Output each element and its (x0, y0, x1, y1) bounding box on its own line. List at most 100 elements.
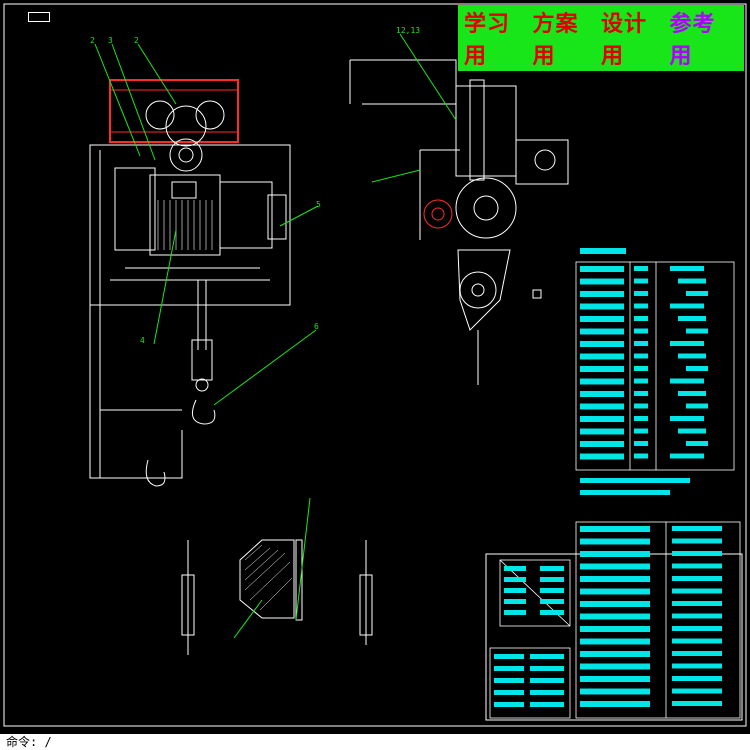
table-cell-bar (634, 441, 648, 446)
command-line[interactable]: 命令: / (0, 734, 750, 750)
table-cell-bar (672, 663, 722, 669)
table-cell-bar (580, 341, 624, 347)
parameter-table (575, 248, 735, 471)
table-cell-bar (580, 701, 650, 707)
table-cell-bar (540, 577, 564, 582)
callout-2: 2 (90, 36, 95, 45)
front-view (89, 79, 291, 487)
table-cell-bar (504, 577, 526, 582)
table-cell-bar (672, 626, 722, 631)
table-cell-bar (634, 391, 648, 396)
table-cell-bar (580, 416, 624, 422)
table-cell-bar (580, 303, 624, 310)
table-cell-bar (672, 538, 722, 544)
table-cell-bar (670, 266, 704, 271)
table-cell-bar (672, 563, 722, 569)
table-cell-bar (672, 688, 722, 694)
drawing-border (3, 3, 747, 727)
table-cell-bar (580, 353, 624, 360)
table-cell-bar (686, 366, 708, 371)
table-cell-bar (634, 453, 648, 459)
table-cell-bar (580, 441, 624, 447)
table-cell-bar (580, 490, 670, 495)
table-cell-bar (678, 353, 706, 359)
table-cell-bar (672, 638, 722, 644)
table-cell-bar (672, 551, 722, 556)
banner-item-reference: 参考用 (669, 12, 716, 69)
callout-4: 4 (140, 336, 145, 345)
table-cell-bar (580, 428, 624, 435)
table-cell-bar (580, 291, 624, 297)
detail-views (181, 539, 373, 655)
table-cell-bar (504, 588, 526, 593)
table-cell-bar (580, 366, 624, 372)
table-cell-bar (670, 378, 704, 384)
table-cell-bar (530, 702, 564, 707)
table-cell-bar (580, 588, 650, 595)
table-cell-bar (634, 416, 648, 421)
table-cell-bar (634, 378, 648, 384)
table-cell-bar (540, 566, 564, 571)
table-cell-bar (580, 688, 650, 695)
table-cell-bar (634, 403, 648, 409)
table-cell-bar (494, 702, 524, 707)
table-cell-bar (672, 601, 722, 606)
table-cell-bar (580, 676, 650, 682)
table-cell-bar (670, 453, 704, 459)
table-cell-bar (504, 566, 526, 571)
callout-2b: 2 (134, 36, 139, 45)
table-cell-bar (494, 654, 524, 659)
banner-item-study: 学习用 (464, 12, 511, 69)
usage-banner: 学习用 方案用 设计用 参考用 (458, 5, 744, 71)
table-cell-bar (686, 403, 708, 409)
table-cell-bar (686, 328, 708, 334)
table-cell-bar (504, 599, 526, 604)
table-cell-bar (634, 328, 648, 334)
table-cell-bar (580, 478, 690, 483)
table-cell-bar (530, 678, 564, 683)
table-cell-bar (678, 316, 706, 321)
table-cell-bar (580, 601, 650, 607)
table-cell-bar (670, 303, 704, 309)
table-cell-bar (678, 278, 706, 284)
table-cell-bar (672, 588, 722, 594)
table-cell-bar (580, 613, 650, 620)
table-cell-bar (580, 638, 650, 645)
table-cell-bar (540, 610, 564, 615)
table-cell-bar (580, 378, 624, 385)
table-cell-bar (672, 613, 722, 619)
table-cell-bar (580, 576, 650, 582)
table-fill-rows (494, 266, 722, 707)
table-cell-bar (670, 341, 704, 346)
table-cell-bar (580, 651, 650, 657)
table-cell-bar (580, 278, 624, 285)
table-cell-bar (580, 526, 650, 532)
table-cell-bar (672, 676, 722, 681)
callout-12-13: 12,13 (396, 26, 421, 35)
banner-item-design: 设计用 (601, 12, 648, 69)
table-cell-bar (670, 416, 704, 421)
banner-item-plan: 方案用 (532, 12, 579, 69)
table-cell-bar (530, 654, 564, 659)
table-cell-bar (530, 690, 564, 695)
table-cell-bar (580, 551, 650, 557)
table-cell-bar (672, 651, 722, 656)
table-cell-bar (634, 266, 648, 271)
table-cell-bar (580, 391, 624, 397)
table-cell-bar (686, 441, 708, 446)
table-cell-bar (634, 303, 648, 309)
table-cell-bar (678, 428, 706, 434)
table-cell-bar (672, 701, 722, 706)
leader-lines (94, 33, 457, 639)
table-cell-bar (580, 626, 650, 632)
table-cell-bar (494, 666, 524, 671)
table-cell-bar (634, 366, 648, 371)
drawing-tab-marker (28, 12, 50, 22)
table-cell-bar (580, 403, 624, 410)
table-cell-bar (540, 599, 564, 604)
table-cell-bar (634, 353, 648, 359)
table-cell-bar (530, 666, 564, 671)
table-cell-bar (686, 291, 708, 296)
